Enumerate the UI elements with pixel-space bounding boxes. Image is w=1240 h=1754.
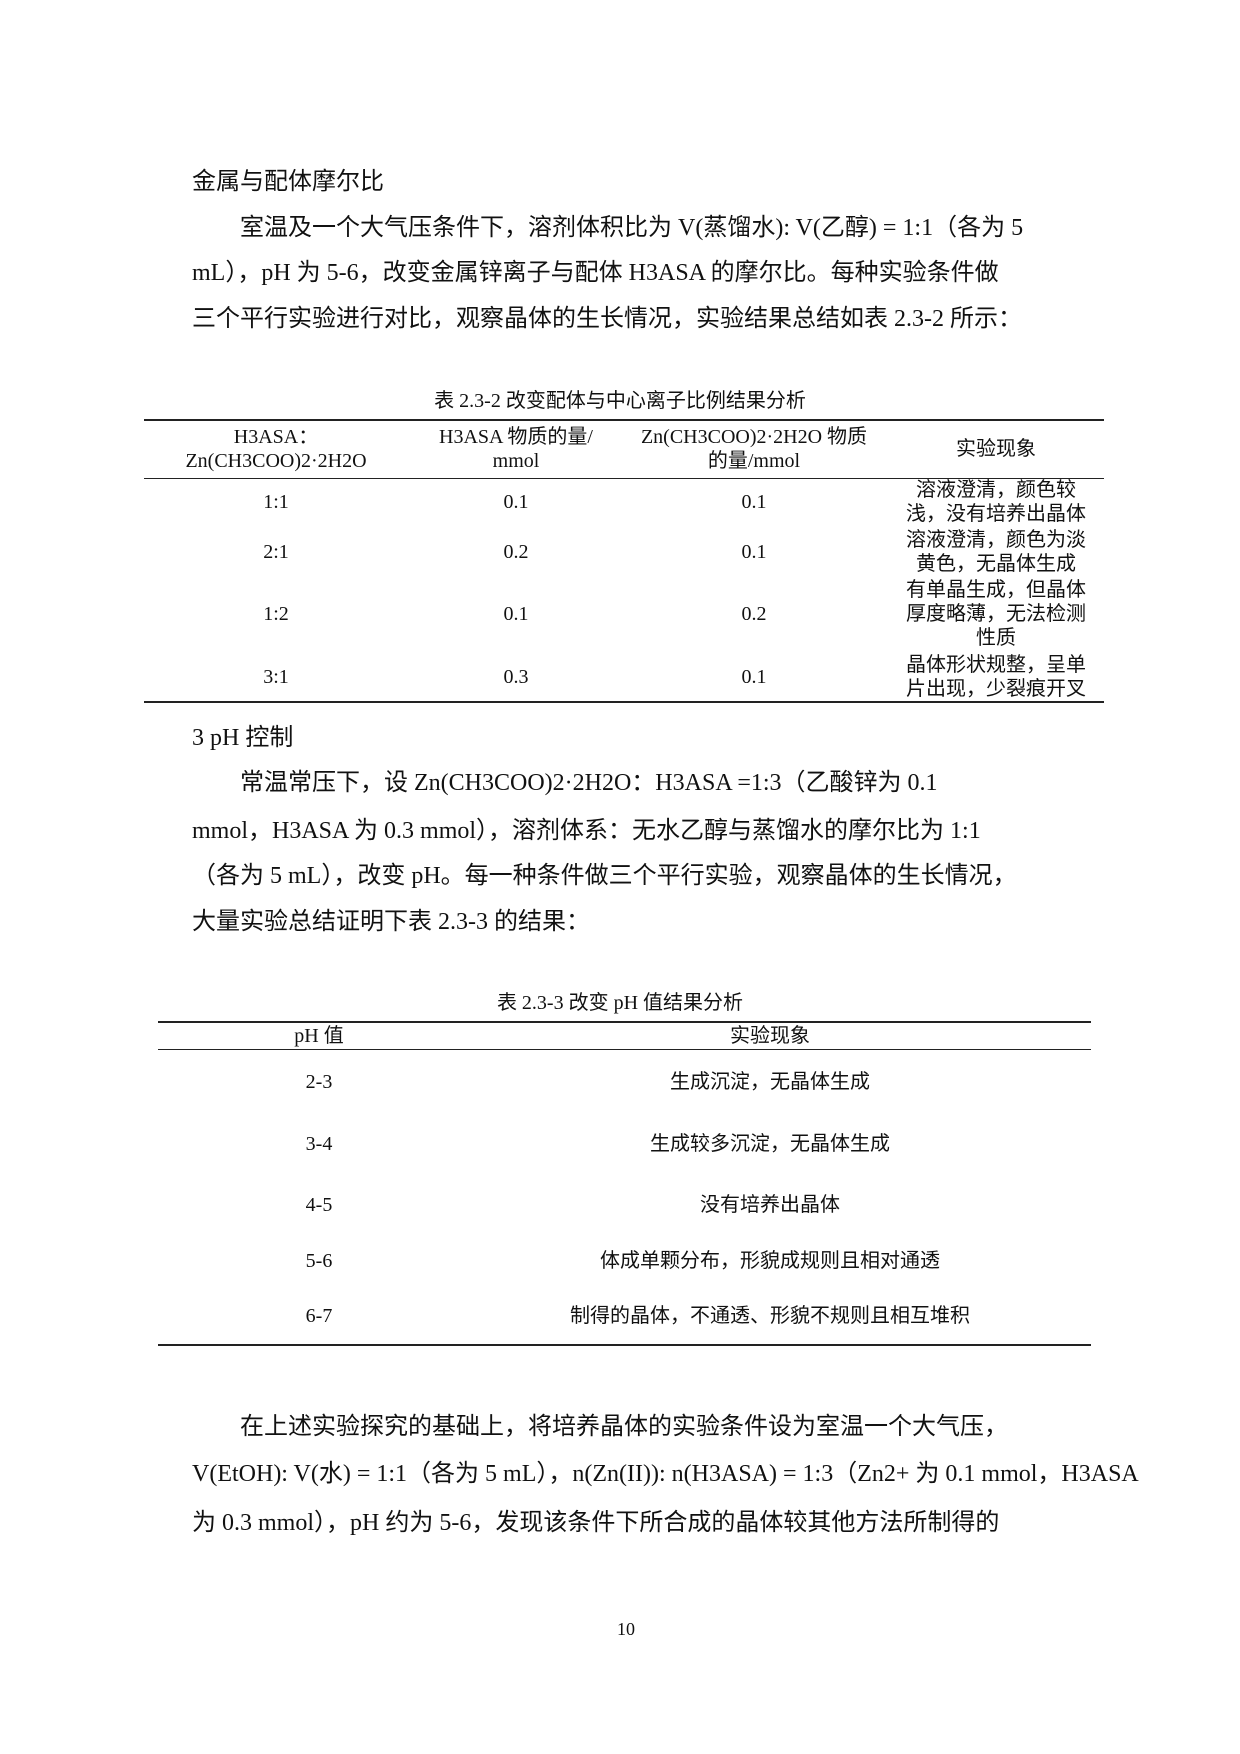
zn-amount-cell: 0.2 <box>741 603 767 625</box>
table2-caption: 表 2.3-3 改变 pH 值结果分析 <box>496 992 744 1014</box>
result-cell: 生成沉淀，无晶体生成 <box>670 1071 870 1093</box>
section3-heading: 3 pH 控制 <box>192 725 294 751</box>
table1-caption: 表 2.3-2 改变配体与中心离子比例结果分析 <box>434 390 806 412</box>
result-line: 黄色，无晶体生成 <box>916 553 1076 575</box>
table1-bottom-rule <box>144 701 1104 703</box>
result-cell: 溶液澄清，颜色较浅，没有培养出晶体 <box>906 478 1086 526</box>
ratio-cell: 1:2 <box>263 603 289 625</box>
para3-line3: 为 0.3 mmol），pH 约为 5-6，发现该条件下所合成的晶体较其他方法所… <box>192 1510 1000 1536</box>
h3asa-amount-cell: 0.3 <box>503 666 529 688</box>
ratio-cell: 3:1 <box>263 666 289 688</box>
page-number: 10 <box>617 1619 635 1639</box>
para2-line2: mmol，H3ASA 为 0.3 mmol），溶剂体系：无水乙醇与蒸馏水的摩尔比… <box>192 818 981 844</box>
ratio-cell: 1:1 <box>263 491 289 513</box>
para1-line2: mL），pH 为 5-6，改变金属锌离子与配体 H3ASA 的摩尔比。每种实验条… <box>192 260 999 286</box>
table2-bottom-rule <box>158 1344 1091 1346</box>
ph-cell: 6-7 <box>305 1305 333 1327</box>
header-line: 实验现象 <box>956 438 1036 460</box>
table1-header-rule <box>144 478 1104 479</box>
table1-header-cell: 实验现象 <box>956 437 1036 461</box>
result-cell: 体成单颗分布，形貌成规则且相对通透 <box>600 1250 940 1272</box>
h3asa-amount-cell: 0.1 <box>503 603 529 625</box>
ph-cell: 2-3 <box>305 1071 333 1093</box>
h3asa-amount-cell: 0.1 <box>503 491 529 513</box>
table1-header-cell: H3ASA 物质的量/mmol <box>439 425 593 473</box>
para1-line3: 三个平行实验进行对比，观察晶体的生长情况，实验结果总结如表 2.3-2 所示： <box>192 306 1022 332</box>
zn-amount-cell: 0.1 <box>741 666 767 688</box>
zn-amount-cell: 0.1 <box>741 541 767 563</box>
header-line: Zn(CH3COO)2·2H2O 物质 <box>640 426 868 448</box>
result-line: 浅，没有培养出晶体 <box>906 503 1086 525</box>
header-line: H3ASA 物质的量/ <box>439 426 593 448</box>
header-line: 的量/mmol <box>707 450 801 472</box>
ph-cell: 5-6 <box>305 1250 333 1272</box>
para1-line1: 室温及一个大气压条件下，溶剂体积比为 V(蒸馏水): V(乙醇) = 1:1（各… <box>240 215 1024 241</box>
ph-cell: 4-5 <box>305 1194 333 1216</box>
ph-header: pH 值 <box>294 1025 344 1047</box>
para2-line1: 常温常压下，设 Zn(CH3COO)2·2H2O：H3ASA =1:3（乙酸锌为… <box>240 770 938 796</box>
para3-line1: 在上述实验探究的基础上，将培养晶体的实验条件设为室温一个大气压， <box>240 1414 1008 1440</box>
para2-line4: 大量实验总结证明下表 2.3-3 的结果： <box>192 909 590 935</box>
header-line: Zn(CH3COO)2·2H2O <box>185 450 367 472</box>
header-line: H3ASA： <box>233 426 319 448</box>
result-line: 溶液澄清，颜色较 <box>916 479 1076 501</box>
ratio-cell: 2:1 <box>263 541 289 563</box>
table1-header-cell: H3ASA：Zn(CH3COO)2·2H2O <box>185 425 366 473</box>
zn-amount-cell: 0.1 <box>741 491 767 513</box>
result-line: 片出现，少裂痕开叉 <box>906 678 1086 700</box>
para2-line3: （各为 5 mL），改变 pH。每一种条件做三个平行实验，观察晶体的生长情况， <box>192 863 1017 889</box>
table1-top-rule <box>144 419 1104 421</box>
ph-cell: 3-4 <box>305 1133 333 1155</box>
section-heading: 金属与配体摩尔比 <box>192 169 384 195</box>
result-line: 晶体形状规整，呈单 <box>906 654 1086 676</box>
result-header: 实验现象 <box>730 1025 810 1047</box>
para3-line2: V(EtOH): V(水) = 1:1（各为 5 mL），n(Zn(II)): … <box>192 1461 1139 1487</box>
h3asa-amount-cell: 0.2 <box>503 541 529 563</box>
result-cell: 没有培养出晶体 <box>700 1194 840 1216</box>
table2-top-rule <box>158 1021 1091 1023</box>
result-cell: 溶液澄清，颜色为淡黄色，无晶体生成 <box>906 528 1086 576</box>
header-line: mmol <box>492 450 540 472</box>
result-line: 性质 <box>976 627 1016 649</box>
result-cell: 晶体形状规整，呈单片出现，少裂痕开叉 <box>906 653 1086 701</box>
result-line: 厚度略薄，无法检测 <box>906 603 1086 625</box>
result-line: 有单晶生成，但晶体 <box>906 579 1086 601</box>
result-line: 溶液澄清，颜色为淡 <box>906 529 1086 551</box>
result-cell: 制得的晶体，不通透、形貌不规则且相互堆积 <box>570 1305 970 1327</box>
result-cell: 生成较多沉淀，无晶体生成 <box>650 1133 890 1155</box>
table2-header-rule <box>158 1049 1091 1050</box>
result-cell: 有单晶生成，但晶体厚度略薄，无法检测性质 <box>906 578 1086 650</box>
table1-header-cell: Zn(CH3COO)2·2H2O 物质的量/mmol <box>641 425 867 473</box>
